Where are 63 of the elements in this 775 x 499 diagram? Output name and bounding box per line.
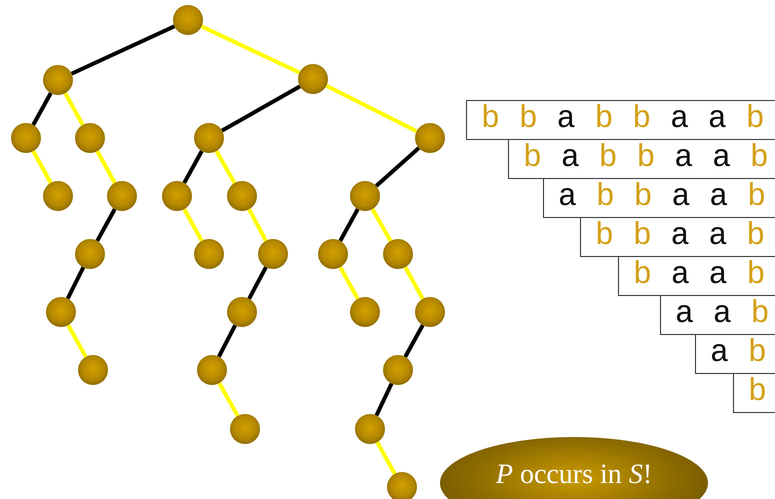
trie-node — [194, 239, 224, 269]
callout-text: P occurs in S! — [496, 461, 652, 492]
trie-edge — [182, 208, 204, 242]
trie-node — [197, 355, 227, 385]
trie-edge — [247, 266, 268, 300]
trie-node — [107, 181, 137, 211]
trie-edge — [66, 266, 86, 300]
trie-edge — [376, 441, 396, 475]
trie-edge — [370, 208, 392, 242]
trie-node — [415, 123, 445, 153]
trie-edge — [247, 208, 268, 242]
trie-edge — [200, 24, 300, 74]
trie-edge — [96, 150, 116, 184]
trie-node — [318, 239, 348, 269]
suffix-text: b a a b — [633, 260, 766, 292]
trie-edge — [217, 324, 237, 358]
trie-node — [383, 239, 413, 269]
trie-edge — [64, 92, 84, 126]
trie-edge — [326, 84, 418, 134]
trie-edge — [32, 92, 52, 126]
trie-node — [227, 181, 257, 211]
suffix-text: b b a b b a a b — [481, 104, 765, 136]
trie-node — [383, 355, 413, 385]
trie-node — [194, 123, 224, 153]
trie-node — [355, 414, 385, 444]
trie-node — [43, 181, 73, 211]
trie-edge — [96, 208, 116, 242]
trie-node — [298, 64, 328, 94]
suffix-text: b b a a b — [595, 221, 766, 253]
trie-node — [11, 123, 41, 153]
trie-edge — [218, 382, 240, 417]
suffix-box — [466, 100, 775, 140]
trie-edge — [214, 150, 236, 184]
trie-edge — [32, 150, 52, 184]
suffix-text: a b — [710, 338, 767, 370]
trie-node — [258, 239, 288, 269]
trie-node — [350, 297, 380, 327]
trie-node — [350, 181, 380, 211]
trie-node — [415, 297, 445, 327]
trie-node — [43, 65, 73, 95]
trie-node — [173, 5, 203, 35]
trie-edge — [182, 150, 204, 184]
trie-node — [46, 297, 76, 327]
trie-edge — [404, 324, 424, 358]
suffix-text: b a b b a a b — [523, 143, 769, 175]
trie-node — [75, 123, 105, 153]
trie-node — [162, 181, 192, 211]
trie-edge — [404, 266, 424, 300]
trie-node — [75, 239, 105, 269]
suffix-text: a b b a a b — [558, 182, 766, 214]
trie-edge — [221, 84, 301, 132]
trie-node — [227, 297, 257, 327]
suffix-text: a a b — [675, 299, 770, 331]
suffix-text: b — [748, 377, 767, 409]
trie-node — [387, 472, 417, 499]
trie-edge — [374, 146, 420, 188]
trie-node — [78, 355, 108, 385]
trie-edge — [66, 324, 88, 358]
trie-node — [230, 414, 260, 444]
trie-edge — [338, 208, 360, 242]
trie-edge — [70, 24, 176, 76]
trie-edge — [374, 382, 394, 416]
trie-edge — [338, 266, 360, 300]
